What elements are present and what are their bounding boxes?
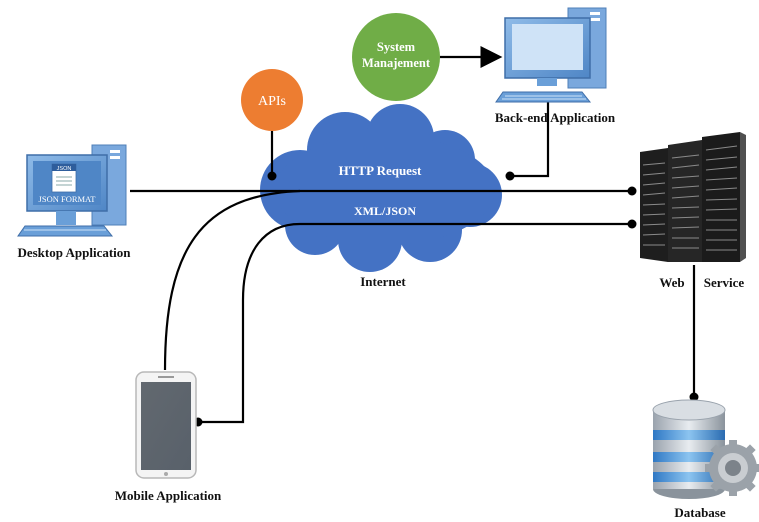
- internet-label: Internet: [360, 274, 406, 289]
- gear-icon: [705, 440, 759, 496]
- connection-lines: [130, 46, 696, 424]
- backend-connector: [510, 100, 550, 178]
- service-label: Service: [704, 275, 745, 290]
- mobile-to-http-curve: [163, 189, 301, 371]
- backend-computer-icon: [495, 7, 607, 103]
- database-label: Database: [674, 505, 726, 520]
- desktop-computer-icon: JSON JSON FORMAT: [17, 144, 127, 237]
- http-request-label: HTTP Request: [339, 163, 422, 178]
- server-rack-icon: [640, 132, 746, 262]
- backend-label: Back-end Application: [495, 110, 616, 125]
- json-file-icon: [51, 163, 77, 193]
- database-gear-icon: [652, 399, 759, 499]
- apis-label: APIs: [258, 94, 286, 109]
- smartphone-icon: [135, 371, 197, 479]
- apis-node: APIs: [241, 69, 303, 131]
- system-label-line1: System: [377, 40, 416, 54]
- internet-cloud-icon: [260, 104, 502, 272]
- json-format-label: JSON FORMAT: [39, 194, 97, 204]
- system-management-node: System Manajement: [352, 13, 440, 101]
- mobile-to-xml-curve: [198, 222, 301, 424]
- desktop-label: Desktop Application: [17, 245, 131, 260]
- mobile-label: Mobile Application: [115, 488, 222, 503]
- json-icon-label: JSON: [57, 166, 72, 172]
- system-label-line2: Manajement: [362, 56, 431, 70]
- xml-json-label: XML/JSON: [354, 204, 416, 218]
- web-label: Web: [659, 275, 684, 290]
